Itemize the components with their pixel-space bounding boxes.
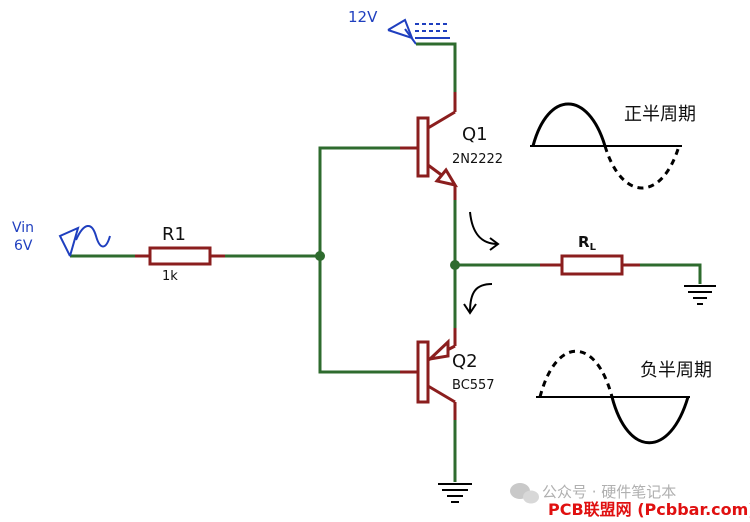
positive-half-wave [530,102,682,190]
load-ground-wire [640,263,702,284]
supply-wire [416,42,457,92]
resistor-r1 [135,246,225,266]
r1-name: R1 [162,224,186,245]
negative-half-label: 负半周期 [640,360,712,381]
wechat-logo [510,483,539,504]
base-bus-wire [318,146,400,374]
ground-symbol-load [684,285,716,305]
supply-terminal [387,18,450,45]
input-source-symbol [58,225,111,257]
resistor-load [540,254,640,276]
input-label-line2: 6V [14,238,33,254]
q2-part: BC557 [452,378,495,393]
q1-name: Q1 [462,124,488,145]
q1-part: 2N2222 [452,152,503,167]
input-label-line1: Vin [12,220,34,236]
junction-dot-base [315,251,325,261]
negative-half-wave [536,350,690,444]
watermark-credit: PCB联盟网 (Pcbbar.com) [548,500,750,519]
watermark-text: 公众号 · 硬件笔记本 [542,483,676,501]
r1-value: 1k [162,269,178,284]
junction-dot-output [450,260,460,270]
supply-label: 12V [348,8,378,26]
positive-half-label: 正半周期 [624,104,696,125]
transistor-q1 [400,92,459,200]
ground-symbol-q2 [438,483,472,503]
q2-name: Q2 [452,351,478,372]
current-arrow-down [469,211,500,251]
load-name: RL [578,233,597,253]
transistor-q2 [400,328,457,420]
current-arrow-up [463,283,493,315]
